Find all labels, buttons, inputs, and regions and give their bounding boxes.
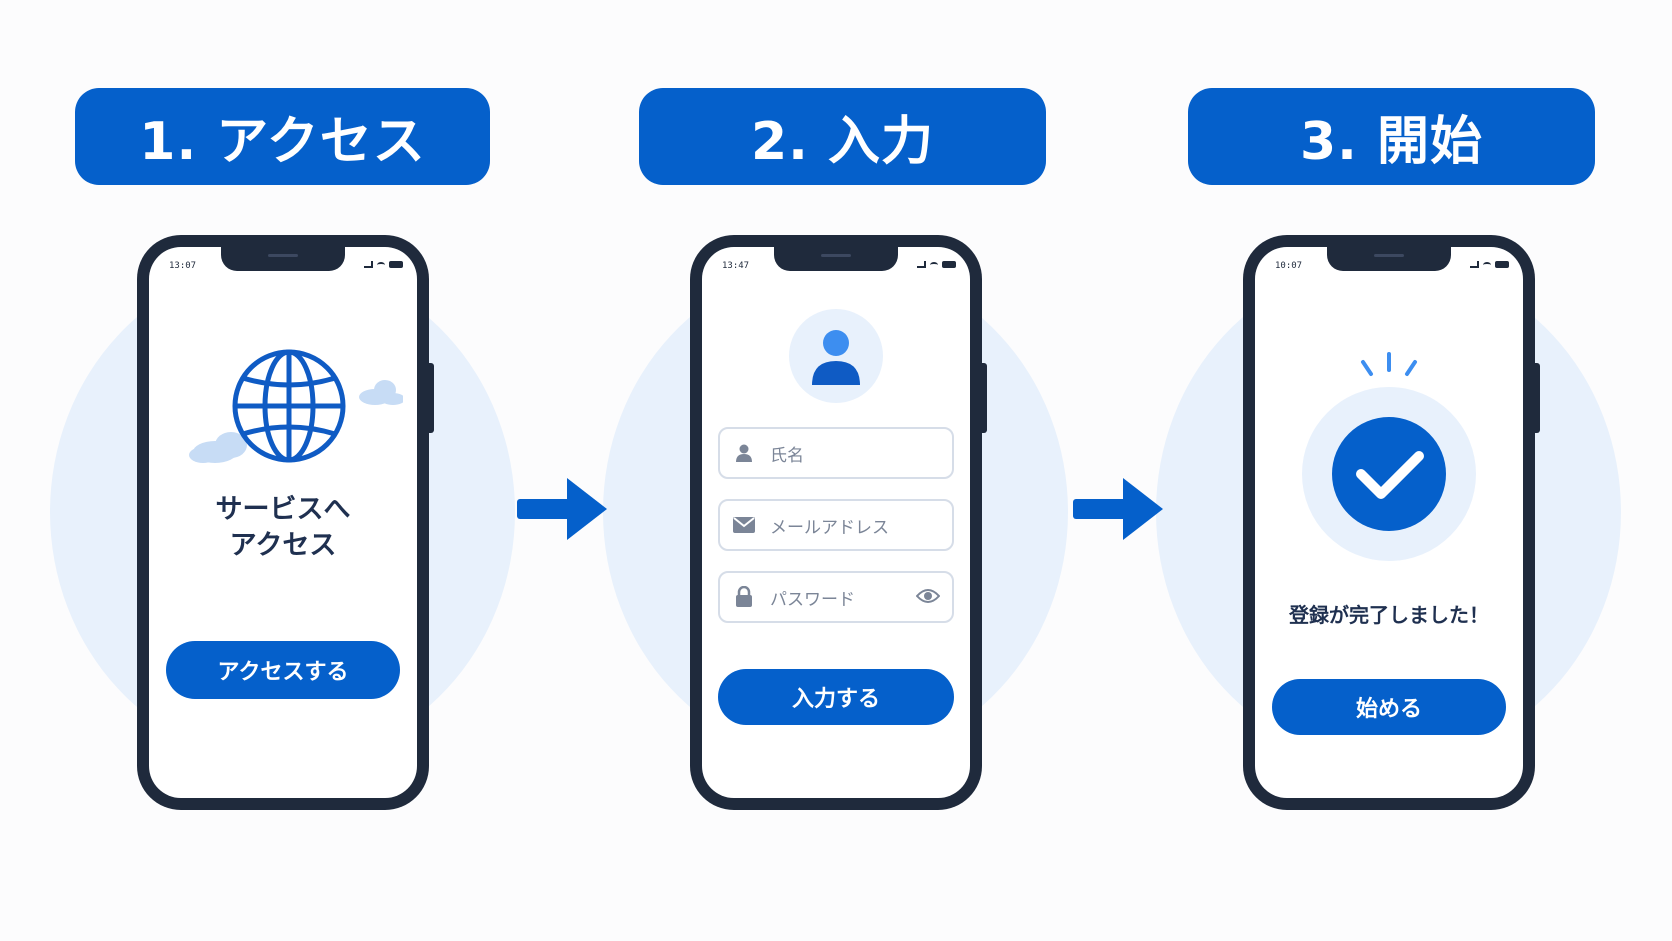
- phone-step-1: 13:07 サービスへ: [137, 235, 434, 810]
- signal-icon: [917, 261, 926, 268]
- step-1-header: 1. アクセス: [75, 88, 490, 185]
- eye-icon[interactable]: [916, 587, 940, 605]
- screen-title-line1: サービスへ: [215, 494, 351, 525]
- battery-icon: [942, 261, 956, 268]
- status-time: 13:07: [169, 261, 197, 271]
- signal-icon: [364, 261, 373, 268]
- battery-icon: [389, 261, 403, 268]
- arrow-right-icon: [517, 478, 607, 540]
- phone-step-2: 13:47 氏名 メールアドレス パスワード: [690, 235, 987, 810]
- battery-icon: [1495, 261, 1509, 268]
- wifi-icon: [377, 261, 385, 268]
- phone-screen: 13:07 サービスへ: [149, 247, 417, 798]
- start-button[interactable]: 始める: [1272, 679, 1506, 735]
- step-2-header: 2. 入力: [639, 88, 1046, 185]
- mail-icon: [732, 513, 756, 537]
- submit-button[interactable]: 入力する: [718, 669, 954, 725]
- status-time: 13:47: [722, 261, 750, 271]
- person-icon: [732, 441, 756, 465]
- arrow-right-icon: [1073, 478, 1163, 540]
- signal-icon: [1470, 261, 1479, 268]
- globe-icon: [189, 349, 403, 463]
- phone-side-button: [1534, 363, 1540, 433]
- user-avatar-icon: [789, 309, 883, 403]
- status-icons: [364, 261, 403, 268]
- email-field[interactable]: メールアドレス: [718, 499, 954, 551]
- phone-side-button: [428, 363, 434, 433]
- wifi-icon: [1483, 261, 1491, 268]
- password-field[interactable]: パスワード: [718, 571, 954, 623]
- completion-message: 登録が完了しました！: [1289, 603, 1489, 627]
- phone-screen: 13:47 氏名 メールアドレス パスワード: [702, 247, 970, 798]
- phone-notch: [221, 247, 345, 271]
- name-field-placeholder: 氏名: [770, 445, 804, 466]
- screen-title-line2: アクセス: [229, 530, 337, 561]
- email-field-placeholder: メールアドレス: [770, 517, 889, 538]
- phone-screen: 10:07 登録が完了しました！ 始める: [1255, 247, 1523, 798]
- check-circle-icon: [1302, 352, 1476, 561]
- status-time: 10:07: [1275, 261, 1303, 271]
- status-icons: [1470, 261, 1509, 268]
- phone-step-3: 10:07 登録が完了しました！ 始める: [1243, 235, 1540, 810]
- access-button[interactable]: アクセスする: [166, 641, 400, 699]
- lock-icon: [732, 585, 756, 609]
- wifi-icon: [930, 261, 938, 268]
- phone-notch: [1327, 247, 1451, 271]
- password-field-placeholder: パスワード: [770, 589, 855, 610]
- name-field[interactable]: 氏名: [718, 427, 954, 479]
- step-3-header: 3. 開始: [1188, 88, 1595, 185]
- phone-notch: [774, 247, 898, 271]
- status-icons: [917, 261, 956, 268]
- phone-side-button: [981, 363, 987, 433]
